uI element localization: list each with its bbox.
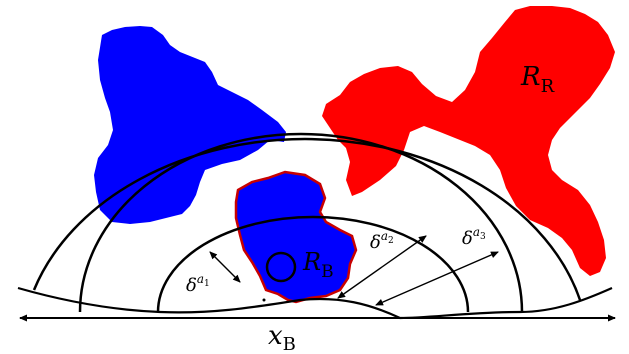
label-red-region: RR — [520, 62, 555, 97]
label-blue-region: RB — [302, 248, 334, 282]
half-circle-middle — [78, 132, 524, 313]
label-delta-2: δa2 — [370, 229, 394, 253]
delta-arrow-1 — [209, 251, 241, 283]
origin-dot — [262, 298, 266, 302]
boundary-curve — [17, 286, 613, 320]
label-delta-1: δa1 — [186, 272, 210, 296]
label-delta-3: δa3 — [462, 225, 486, 249]
label-axis: xB — [268, 321, 296, 354]
half-circle-outer — [32, 137, 582, 301]
blue-region-small — [234, 170, 358, 304]
blue-region-large — [94, 26, 286, 224]
delta-arrow-3 — [375, 251, 499, 306]
origin-circle — [265, 251, 297, 283]
red-region-large — [322, 6, 615, 276]
